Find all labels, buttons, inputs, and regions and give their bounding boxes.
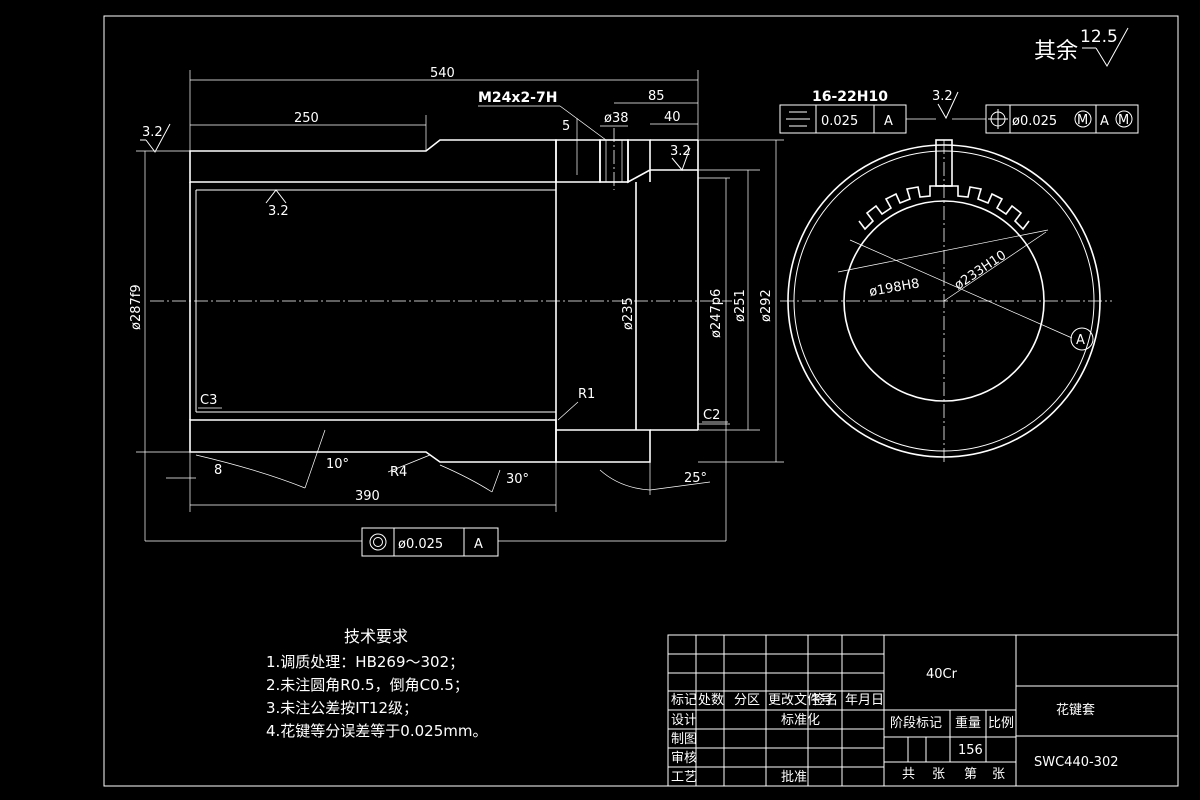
svg-text:其余: 其余 (1034, 39, 1078, 64)
svg-text:A: A (1100, 114, 1109, 129)
dim-r1: R1 (578, 387, 595, 402)
svg-text:年月日: 年月日 (845, 693, 884, 708)
svg-text:设计: 设计 (671, 713, 697, 728)
svg-text:M: M (1118, 113, 1129, 128)
svg-text:3.2: 3.2 (142, 125, 163, 140)
bottom-wall-section (189, 419, 557, 463)
svg-text:3.2: 3.2 (932, 89, 953, 104)
dim-d287: ø287f9 (129, 284, 144, 330)
end-view: ø198H8 ø233H10 A 16-22H10 0.025 A ø0 (779, 89, 1139, 462)
dim-d235: ø235 (621, 297, 636, 330)
svg-text:张: 张 (992, 767, 1005, 782)
chamfer-c2: C2 (703, 408, 720, 423)
roughness-mark: 3.2 (140, 123, 171, 153)
svg-text:分区: 分区 (734, 693, 760, 708)
dim-angle25: 25° (684, 471, 707, 486)
svg-text:A: A (474, 537, 483, 552)
concentricity-tolerance-frame: ø0.025 A (144, 424, 727, 557)
svg-text:3.2: 3.2 (268, 204, 289, 219)
dim-d247: ø247p6 (709, 289, 724, 338)
inner-bore-circle (843, 200, 1045, 402)
svg-text:ø0.025: ø0.025 (1012, 114, 1057, 129)
dim-d292: ø292 (759, 289, 774, 322)
dim-d251: ø251 (733, 289, 748, 322)
section-view: 540 250 M24x2-7H 85 40 ø38 5 ø287f9 ø235… (129, 66, 959, 557)
material: 40Cr (926, 667, 958, 682)
symmetry-tolerance-frame: 0.025 A (779, 104, 936, 134)
dim-r4: R4 (390, 465, 407, 480)
svg-text:比例: 比例 (988, 716, 1014, 731)
svg-text:张: 张 (932, 767, 945, 782)
svg-text:阶段标记: 阶段标记 (890, 716, 942, 731)
dim-d38: ø38 (604, 111, 629, 126)
drawing-border (103, 15, 1179, 787)
spline-callout: 16-22H10 (812, 89, 888, 105)
weight-value: 156 (958, 743, 983, 758)
technical-requirements: 技术要求 1.调质处理：HB269～302； 2.未注圆角R0.5，倒角C0.5… (266, 627, 487, 740)
part-name: 花键套 (1056, 702, 1095, 718)
svg-text:制图: 制图 (671, 732, 697, 747)
dim-angle30: 30° (506, 472, 529, 487)
svg-text:1.调质处理：HB269～302；: 1.调质处理：HB269～302； (266, 653, 464, 671)
svg-text:签名: 签名 (812, 692, 838, 708)
svg-text:审核: 审核 (671, 751, 697, 766)
svg-text:2.未注圆角R0.5，倒角C0.5；: 2.未注圆角R0.5，倒角C0.5； (266, 676, 469, 694)
svg-text:A: A (1076, 333, 1085, 348)
svg-text:更改文件号: 更改文件号 (768, 693, 833, 708)
datum-a-marker (1070, 327, 1094, 351)
title-block: 40Cr 花键套 SWC440-302 156 标记 处数 分区 更改文件号 签… (667, 634, 1179, 787)
dim-5: 5 (562, 119, 570, 134)
svg-text:共: 共 (902, 767, 915, 782)
dim-250: 250 (294, 111, 319, 126)
drawing-number: SWC440-302 (1034, 755, 1119, 770)
svg-text:标准化: 标准化 (781, 713, 820, 728)
dim-d198: ø198H8 (868, 276, 921, 300)
svg-text:技术要求: 技术要求 (344, 627, 408, 646)
dim-390: 390 (355, 489, 380, 504)
position-tolerance-frame: ø0.025 M A M (952, 104, 1139, 134)
thread-callout: M24x2-7H (478, 90, 557, 106)
svg-text:3.未注公差按IT12级；: 3.未注公差按IT12级； (266, 699, 418, 717)
svg-text:批准: 批准 (781, 770, 807, 785)
top-wall-section (189, 139, 557, 183)
svg-text:3.2: 3.2 (670, 144, 691, 159)
concentricity-icon (369, 533, 387, 551)
svg-text:A: A (884, 114, 893, 129)
svg-text:处数: 处数 (698, 693, 724, 708)
svg-text:工艺: 工艺 (671, 770, 697, 785)
surface-roughness-note: 其余 12.5 (1034, 27, 1129, 67)
svg-text:M: M (1077, 113, 1088, 128)
roughness-mark: 3.2 (265, 189, 289, 219)
dim-8: 8 (214, 463, 222, 478)
svg-text:标记: 标记 (671, 693, 697, 708)
outer-circle (787, 144, 1101, 458)
svg-text:重量: 重量 (955, 715, 981, 731)
dim-85: 85 (648, 89, 665, 104)
dim-angle10: 10° (326, 457, 349, 472)
svg-text:4.花键等分误差等于0.025mm。: 4.花键等分误差等于0.025mm。 (266, 722, 487, 740)
roughness-mark: 3.2 (932, 89, 959, 120)
dim-540: 540 (430, 66, 455, 81)
svg-text:12.5: 12.5 (1080, 27, 1118, 47)
dim-d233: ø233H10 (952, 248, 1009, 293)
svg-text:第: 第 (964, 767, 977, 782)
roughness-mark: 3.2 (670, 144, 691, 171)
dim-40: 40 (664, 110, 681, 125)
svg-text:ø0.025: ø0.025 (398, 537, 443, 552)
svg-text:0.025: 0.025 (821, 114, 858, 129)
chamfer-c3: C3 (200, 393, 217, 408)
